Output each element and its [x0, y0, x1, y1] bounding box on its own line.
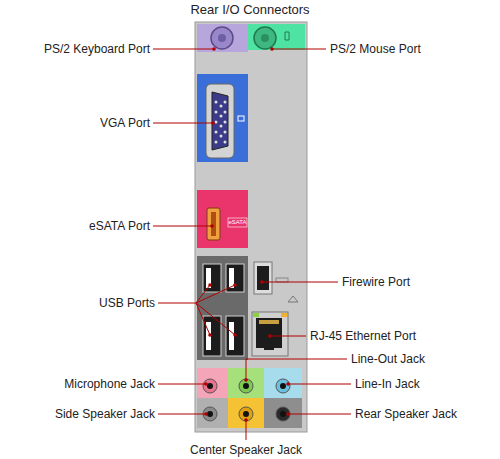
- jack-label: Line-Out Jack: [351, 352, 425, 366]
- port-label: PS/2 Keyboard Port: [44, 42, 150, 56]
- port-label: Firewire Port: [342, 275, 410, 289]
- port-label: PS/2 Mouse Port: [330, 42, 421, 56]
- port-label: USB Ports: [99, 296, 155, 310]
- jack-label: Rear Speaker Jack: [355, 407, 457, 421]
- jack-label: Side Speaker Jack: [55, 407, 155, 421]
- jack-label: Line-In Jack: [355, 377, 420, 391]
- jack-label: Center Speaker Jack: [190, 443, 302, 457]
- jack-label: Microphone Jack: [64, 377, 155, 391]
- port-label: RJ-45 Ethernet Port: [310, 329, 416, 343]
- port-label: VGA Port: [100, 116, 150, 130]
- port-label: eSATA Port: [89, 219, 150, 233]
- panel-marking: eSATA: [228, 219, 246, 226]
- diagram-title: Rear I/O Connectors: [190, 3, 309, 17]
